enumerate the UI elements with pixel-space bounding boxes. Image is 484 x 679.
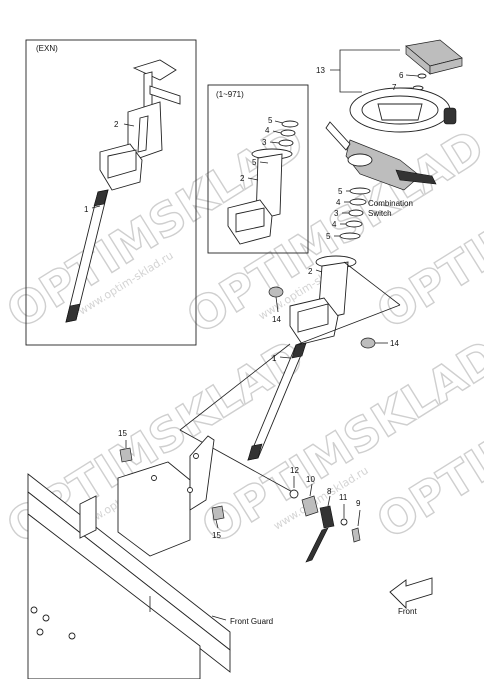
callout-main-5b: 5	[326, 232, 331, 241]
bolt-15a	[119, 447, 133, 463]
bolt-15b	[211, 505, 225, 521]
callout-main-14a: 14	[272, 315, 281, 324]
callout-main-4b: 4	[332, 220, 337, 229]
bolts-15: 15 15	[118, 429, 225, 540]
collar-8	[319, 505, 335, 529]
front-direction-arrow: Front	[389, 577, 433, 616]
callout-6: 6	[399, 71, 404, 80]
exn-box-frame	[25, 39, 197, 346]
callout-9: 9	[356, 499, 361, 508]
callout-main-14b: 14	[390, 339, 399, 348]
callout-main-2: 2	[308, 267, 313, 276]
callout-13: 13	[316, 66, 325, 75]
callout-7: 7	[392, 83, 397, 92]
main-callouts: 13 6 7 5 4 3 4 5 Combination Switch 2 14…	[272, 49, 419, 363]
tilt-lever-assembly: 12 10 8 11 9	[289, 466, 361, 563]
callout-15b: 15	[212, 531, 221, 540]
bushing-14b	[360, 337, 376, 349]
bushing-14a	[268, 286, 284, 298]
lever-handle	[305, 527, 329, 563]
frame-bracket	[117, 461, 191, 557]
front-guard-frame	[27, 435, 231, 679]
callout-serial-4: 4	[265, 126, 270, 135]
spinner-knob	[443, 107, 457, 125]
serial-box-title: (1~971)	[216, 90, 244, 99]
label-front: Front	[398, 607, 417, 616]
callout-serial-2: 2	[240, 174, 245, 183]
serial-box-frame	[207, 84, 309, 254]
steering-wheel-assembly	[179, 39, 463, 495]
callout-12: 12	[290, 466, 299, 475]
bolt-10	[301, 495, 319, 517]
exn-steering-shaft	[65, 189, 109, 323]
serial-ring-5a	[281, 120, 299, 128]
callout-serial-3: 3	[262, 138, 267, 147]
callout-serial-5a: 5	[268, 116, 273, 125]
exn-steering-column	[99, 59, 181, 191]
washer-11	[340, 518, 348, 526]
callout-main-3: 3	[334, 209, 339, 218]
callout-11: 11	[339, 493, 348, 502]
serial-variant-box: (1~971) 5 4 3 2 5	[207, 84, 309, 254]
callout-10: 10	[306, 475, 315, 484]
callout-exn-2: 2	[114, 120, 119, 129]
label-front-guard: Front Guard	[230, 617, 273, 626]
bolt-9	[351, 527, 361, 543]
callout-exn-1: 1	[84, 205, 89, 214]
label-combination-switch-1: Combination	[368, 199, 413, 208]
callout-main-4a: 4	[336, 198, 341, 207]
exn-box-title: (EXN)	[36, 44, 58, 53]
label-combination-switch-2: Switch	[368, 209, 392, 218]
callout-serial-5b: 5	[252, 158, 257, 167]
exn-variant-box: (EXN) 2 1	[25, 39, 197, 346]
callout-15a: 15	[118, 429, 127, 438]
front-arrow-icon	[389, 577, 433, 610]
washer-12	[289, 489, 299, 499]
callout-main-1: 1	[272, 354, 277, 363]
callout-main-5a: 5	[338, 187, 343, 196]
callout-8: 8	[327, 487, 332, 496]
